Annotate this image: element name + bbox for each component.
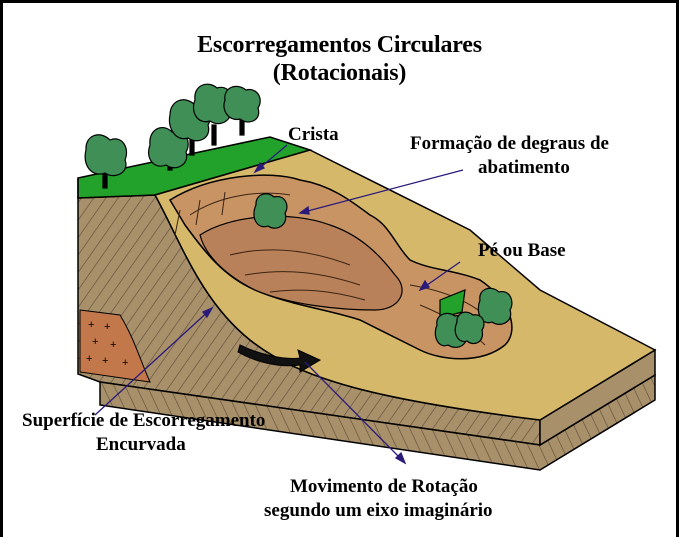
rotation-arrow <box>237 344 322 373</box>
label-crista: Crista <box>288 124 339 145</box>
svg-text:+: + <box>86 353 92 365</box>
pointer-movimento <box>304 361 406 464</box>
bedrock-crosses: ++ ++ +++ <box>86 319 128 369</box>
svg-text:+: + <box>88 319 94 331</box>
trees-group <box>84 83 513 348</box>
title-line-1: Escorregamentos Circulares <box>197 32 482 58</box>
toe-grass <box>439 289 466 319</box>
svg-text:+: + <box>104 321 110 333</box>
svg-text:+: + <box>122 357 128 369</box>
label-degraus-1: Formação de degraus de <box>410 133 609 154</box>
label-movimento-2: segundo um eixo imaginário <box>264 500 493 521</box>
pointer-superficie <box>94 307 213 416</box>
label-superficie-2: Encurvada <box>96 434 186 455</box>
svg-text:+: + <box>102 355 108 367</box>
displaced-block <box>199 215 403 311</box>
pointer-degraus <box>299 169 464 214</box>
label-pe-base: Pé ou Base <box>478 240 566 261</box>
label-superficie-1: Superfície de Escorregamento <box>22 410 266 431</box>
svg-text:+: + <box>110 339 116 351</box>
label-degraus-2: abatimento <box>478 157 570 178</box>
label-movimento-1: Movimento de Rotação <box>290 476 478 497</box>
bedrock-patch <box>79 309 151 383</box>
title-line-2: (Rotacionais) <box>272 60 407 86</box>
svg-text:+: + <box>92 336 98 348</box>
